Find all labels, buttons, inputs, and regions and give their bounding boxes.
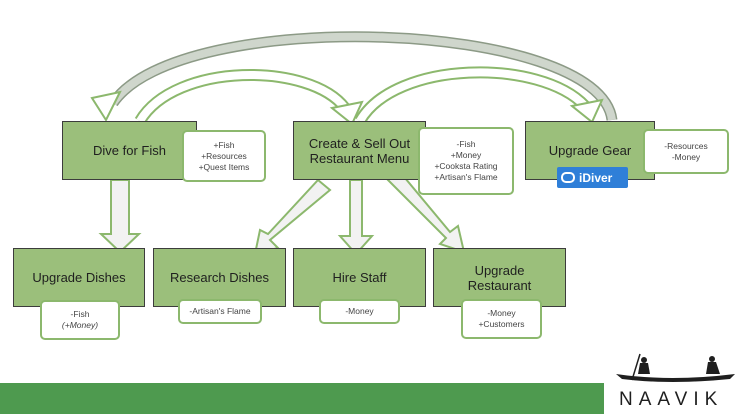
note-line: -Resources <box>664 140 708 151</box>
boat-logo-icon <box>616 353 735 382</box>
note-upgrade-restaurant: -Money +Customers <box>461 299 542 339</box>
note-line: +Customers <box>478 319 525 329</box>
note-line: (+Money) <box>61 320 99 330</box>
note-line: +Fish <box>213 139 235 150</box>
arc-menu-to-gear <box>354 66 590 125</box>
note-upgrade-dishes: -Fish (+Money) <box>40 300 120 340</box>
arrowhead-dive <box>90 90 122 123</box>
note-upgrade-gear: -Resources -Money <box>643 129 729 174</box>
box-label: Hire Staff <box>332 270 387 285</box>
arrowhead-menu <box>329 100 364 126</box>
note-line: +Money <box>450 150 482 160</box>
note-line: -Fish <box>456 139 476 149</box>
note-line: -Artisan's Flame <box>189 306 251 316</box>
note-line: +Resources <box>201 150 247 161</box>
note-line: +Quest Items <box>198 161 250 172</box>
note-line: -Money <box>487 308 516 318</box>
box-create-sell-menu: Create & Sell Out Restaurant Menu <box>293 121 426 180</box>
note-line: +Cooksta Rating <box>434 161 498 171</box>
logo-wordmark: NAAVIK <box>619 389 724 410</box>
box-research-dishes: Research Dishes <box>153 248 286 307</box>
box-dive-for-fish: Dive for Fish <box>62 121 197 180</box>
idiver-badge: iDiver <box>557 167 628 188</box>
arrow-menu-to-staff <box>337 179 375 256</box>
box-label: Create & Sell Out Restaurant Menu <box>308 135 411 166</box>
box-hire-staff: Hire Staff <box>293 248 426 307</box>
note-dive-for-fish: +Fish +Resources +Quest Items <box>182 130 266 182</box>
box-label: Research Dishes <box>170 270 269 285</box>
idiver-label: iDiver <box>579 170 613 185</box>
note-line: -Fish <box>70 309 90 319</box>
box-label: Upgrade Dishes <box>32 270 126 285</box>
note-line: +Artisan's Flame <box>434 172 498 182</box>
arrow-menu-to-research <box>253 178 332 256</box>
box-upgrade-restaurant: Upgrade Restaurant <box>433 248 566 307</box>
arrow-menu-to-restaurant <box>386 170 466 254</box>
note-research-dishes: -Artisan's Flame <box>178 299 262 324</box>
box-upgrade-dishes: Upgrade Dishes <box>13 248 145 307</box>
arc-dive-to-menu <box>134 68 350 125</box>
box-label: Upgrade Gear <box>548 143 632 158</box>
diving-mask-icon <box>561 172 575 183</box>
note-hire-staff: -Money <box>319 299 400 324</box>
note-line: -Money <box>345 306 374 316</box>
arrowhead-gear <box>569 98 604 124</box>
note-line: -Money <box>671 151 701 162</box>
box-label: Upgrade Restaurant <box>467 262 532 293</box>
arrow-dive-to-dishes <box>98 179 142 254</box>
note-create-sell-menu: -Fish +Money +Cooksta Rating +Artisan's … <box>418 127 514 195</box>
box-label: Dive for Fish <box>93 143 166 158</box>
